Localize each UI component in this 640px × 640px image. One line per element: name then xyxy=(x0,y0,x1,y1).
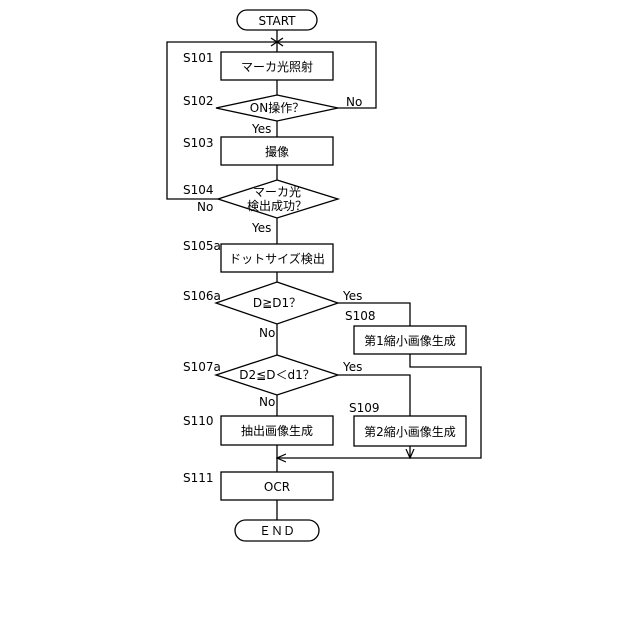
decision-label-s102: ON操作？ xyxy=(250,100,304,115)
step-s110: S110 抽出画像生成 xyxy=(183,414,333,445)
process-label-s109: 第2縮小画像生成 xyxy=(364,424,456,439)
step-id-s102: S102 xyxy=(183,94,214,108)
step-s103: S103 撮像 xyxy=(183,136,333,165)
process-label-s108: 第1縮小画像生成 xyxy=(364,333,456,348)
step-id-s101: S101 xyxy=(183,51,214,65)
step-id-s109: S109 xyxy=(349,401,380,415)
branch-label-s104-yes: Yes xyxy=(251,221,271,235)
branch-label-s106a-no: No xyxy=(259,326,275,340)
end-label: ＥＮＤ xyxy=(259,524,295,538)
step-id-s111: S111 xyxy=(183,471,214,485)
end-terminal: ＥＮＤ xyxy=(235,520,319,541)
step-s105a: S105a ドットサイズ検出 xyxy=(183,239,333,272)
decision-label-s104-line1: マーカ光 xyxy=(253,185,301,199)
decision-label-s107a: D2≦D＜d1？ xyxy=(239,368,314,382)
step-id-s103: S103 xyxy=(183,136,214,150)
step-id-s110: S110 xyxy=(183,414,214,428)
step-id-s107a: S107a xyxy=(183,360,221,374)
step-s107a: S107a D2≦D＜d1？ Yes No xyxy=(183,355,362,409)
branch-label-s102-yes: Yes xyxy=(251,122,271,136)
process-label-s101: マーカ光照射 xyxy=(241,59,313,74)
branch-label-s104-no: No xyxy=(197,200,213,214)
step-s102: S102 ON操作？ No Yes xyxy=(183,94,362,136)
step-s111: S111 OCR xyxy=(183,471,333,500)
process-label-s110: 抽出画像生成 xyxy=(241,424,313,438)
branch-label-s107a-no: No xyxy=(259,395,275,409)
step-s108: S108 第1縮小画像生成 xyxy=(345,309,466,354)
decision-label-s106a: D≧D1？ xyxy=(253,296,301,310)
start-terminal: START xyxy=(237,10,317,30)
branch-label-s107a-yes: Yes xyxy=(342,360,362,374)
step-s109: S109 第2縮小画像生成 xyxy=(349,401,466,446)
step-id-s104: S104 xyxy=(183,183,214,197)
step-id-s105a: S105a xyxy=(183,239,221,253)
step-s104: S104 マーカ光 検出成功？ No Yes xyxy=(183,180,338,235)
process-label-s103: 撮像 xyxy=(265,145,289,159)
step-id-s108: S108 xyxy=(345,309,376,323)
start-label: START xyxy=(258,14,296,28)
branch-label-s106a-yes: Yes xyxy=(342,289,362,303)
step-id-s106a: S106a xyxy=(183,289,221,303)
branch-label-s102-no: No xyxy=(346,95,362,109)
step-s106a: S106a D≧D1？ Yes No xyxy=(183,282,362,340)
process-label-s105a: ドットサイズ検出 xyxy=(229,251,325,266)
decision-label-s104-line2: 検出成功？ xyxy=(247,199,307,213)
step-s101: S101 マーカ光照射 xyxy=(183,51,333,80)
process-label-s111: OCR xyxy=(264,480,290,494)
